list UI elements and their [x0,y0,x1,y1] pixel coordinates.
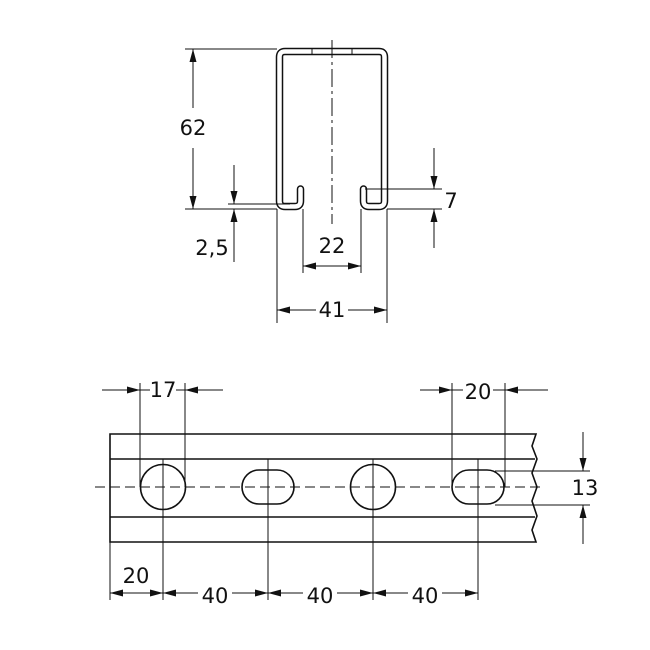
dim-pitch-2-label: 40 [307,584,334,608]
arrowhead [439,386,452,394]
arrowhead [268,589,281,597]
dim-edge-label: 20 [123,564,150,588]
arrowhead [430,176,438,189]
dim-opening-label: 22 [319,234,346,258]
dim-lip-label: 7 [444,189,457,213]
dim-thickness-label: 2,5 [195,236,228,260]
arrowhead [110,589,123,597]
arrowhead [505,386,518,394]
arrowhead [360,589,373,597]
arrowhead [230,191,238,204]
arrowhead [277,306,290,314]
dim-slot-width-label: 13 [572,476,599,500]
dim-width-label: 41 [319,298,346,322]
arrowhead [373,589,386,597]
arrowhead [230,209,238,222]
arrowhead [348,262,361,270]
dim-hole-label: 17 [150,378,177,402]
dim-pitch-1-label: 40 [202,584,229,608]
arrowhead [163,589,176,597]
arrowhead [465,589,478,597]
arrowhead [150,589,163,597]
arrowhead [579,505,587,518]
arrowhead [255,589,268,597]
arrowhead [189,49,197,62]
rail-outline [109,433,538,543]
arrowhead [303,262,316,270]
arrowhead [579,458,587,471]
dim-height-label: 62 [180,116,207,140]
arrowhead [127,386,140,394]
arrowhead [430,209,438,222]
arrowhead [185,386,198,394]
arrowhead [374,306,387,314]
arrowhead [189,196,197,209]
dim-slot-length-label: 20 [465,380,492,404]
dim-pitch-3-label: 40 [412,584,439,608]
